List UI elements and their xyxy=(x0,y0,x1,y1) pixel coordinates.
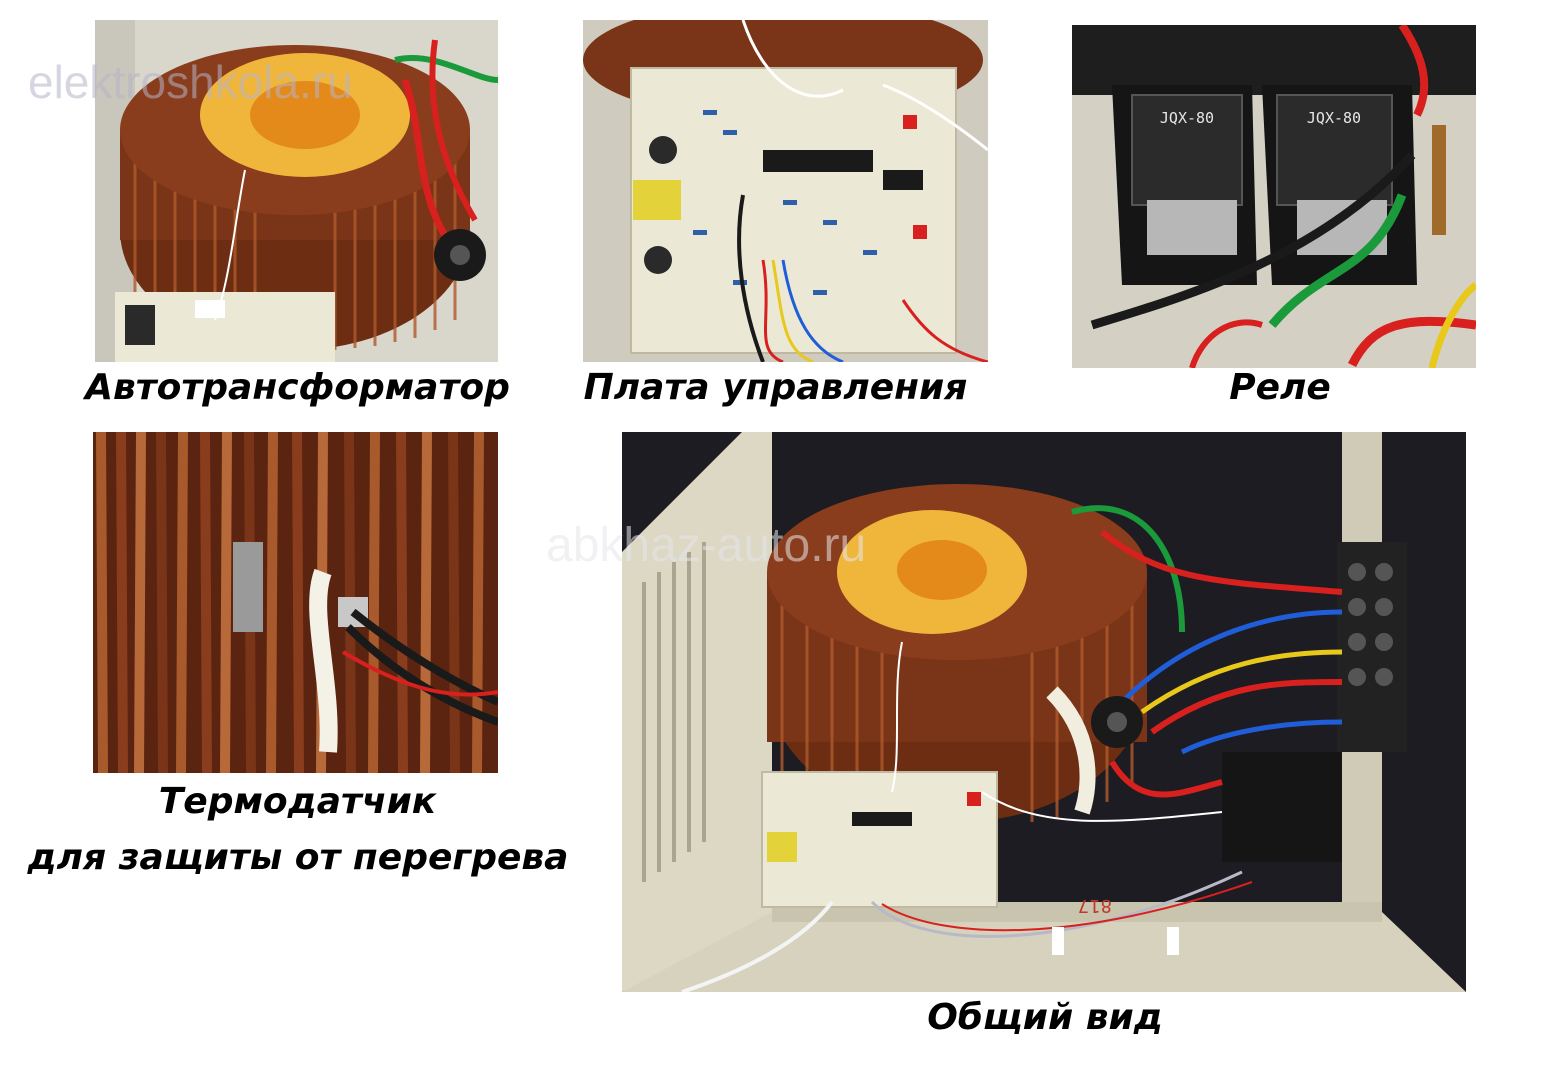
caption-control-board: Плата управления xyxy=(583,367,968,408)
thermal-sensor-image xyxy=(93,432,498,773)
relay-label-2: JQX-80 xyxy=(1307,109,1361,127)
photo-autotransformer xyxy=(95,20,498,362)
relay-label-1: JQX-80 xyxy=(1160,109,1214,127)
relay-image: JQX-80 JQX-80 xyxy=(1072,25,1476,368)
photo-relay: JQX-80 JQX-80 xyxy=(1072,25,1476,368)
caption-thermal-sensor-line2: для защиты от перегрева xyxy=(27,837,569,878)
control-board-image xyxy=(583,20,988,362)
caption-relay: Реле xyxy=(1229,367,1331,408)
photo-control-board xyxy=(583,20,988,362)
caption-autotransformer: Автотрансформатор xyxy=(85,367,510,408)
photo-general-view: 817 xyxy=(622,432,1466,992)
general-view-image: 817 xyxy=(622,432,1466,992)
caption-thermal-sensor-line1: Термодатчик xyxy=(158,781,437,822)
caption-general-view: Общий вид xyxy=(927,997,1163,1038)
photo-thermal-sensor xyxy=(93,432,498,773)
autotransformer-image xyxy=(95,20,498,362)
chassis-marking: 817 xyxy=(1078,895,1112,916)
